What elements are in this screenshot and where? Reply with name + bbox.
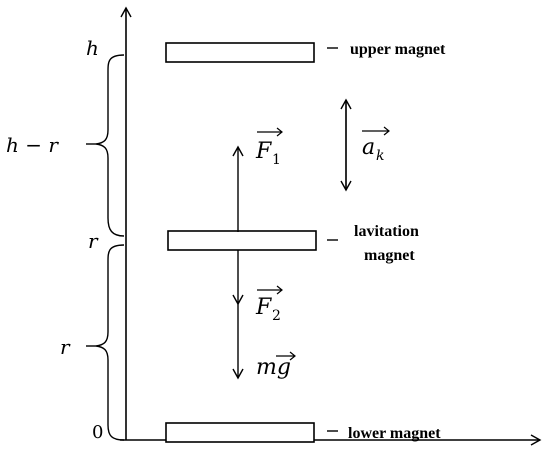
upper-magnet (165, 42, 315, 63)
label-ak: a k (362, 126, 390, 164)
lower-magnet-label: lower magnet (348, 425, 441, 442)
upper-magnet-label: upper magnet (350, 41, 446, 58)
lower-magnet (165, 422, 315, 443)
label-f1: F 1 (255, 127, 283, 168)
label-r-mid: r (60, 335, 71, 359)
label-f2-sub: 2 (272, 308, 281, 324)
lavitation-label-line2: magnet (364, 247, 415, 264)
label-f2-main: F (255, 295, 272, 320)
label-mg: mg (256, 351, 296, 380)
brace-lower (95, 244, 125, 441)
lavitation-magnet (167, 230, 317, 251)
label-f1-sub: 1 (272, 152, 281, 168)
label-r-upper: r (88, 229, 99, 253)
label-ak-main: a (362, 135, 375, 160)
label-h: h (86, 36, 99, 60)
label-zero: 0 (92, 422, 103, 443)
label-f1-main: F (255, 139, 272, 164)
label-ak-sub: k (376, 148, 384, 164)
label-h-minus-r: h − r (6, 133, 59, 157)
lavitation-label-line1: lavitation (354, 223, 419, 240)
label-mg-main: mg (256, 355, 291, 380)
label-f2: F 2 (255, 285, 283, 324)
brace-upper (95, 54, 125, 237)
